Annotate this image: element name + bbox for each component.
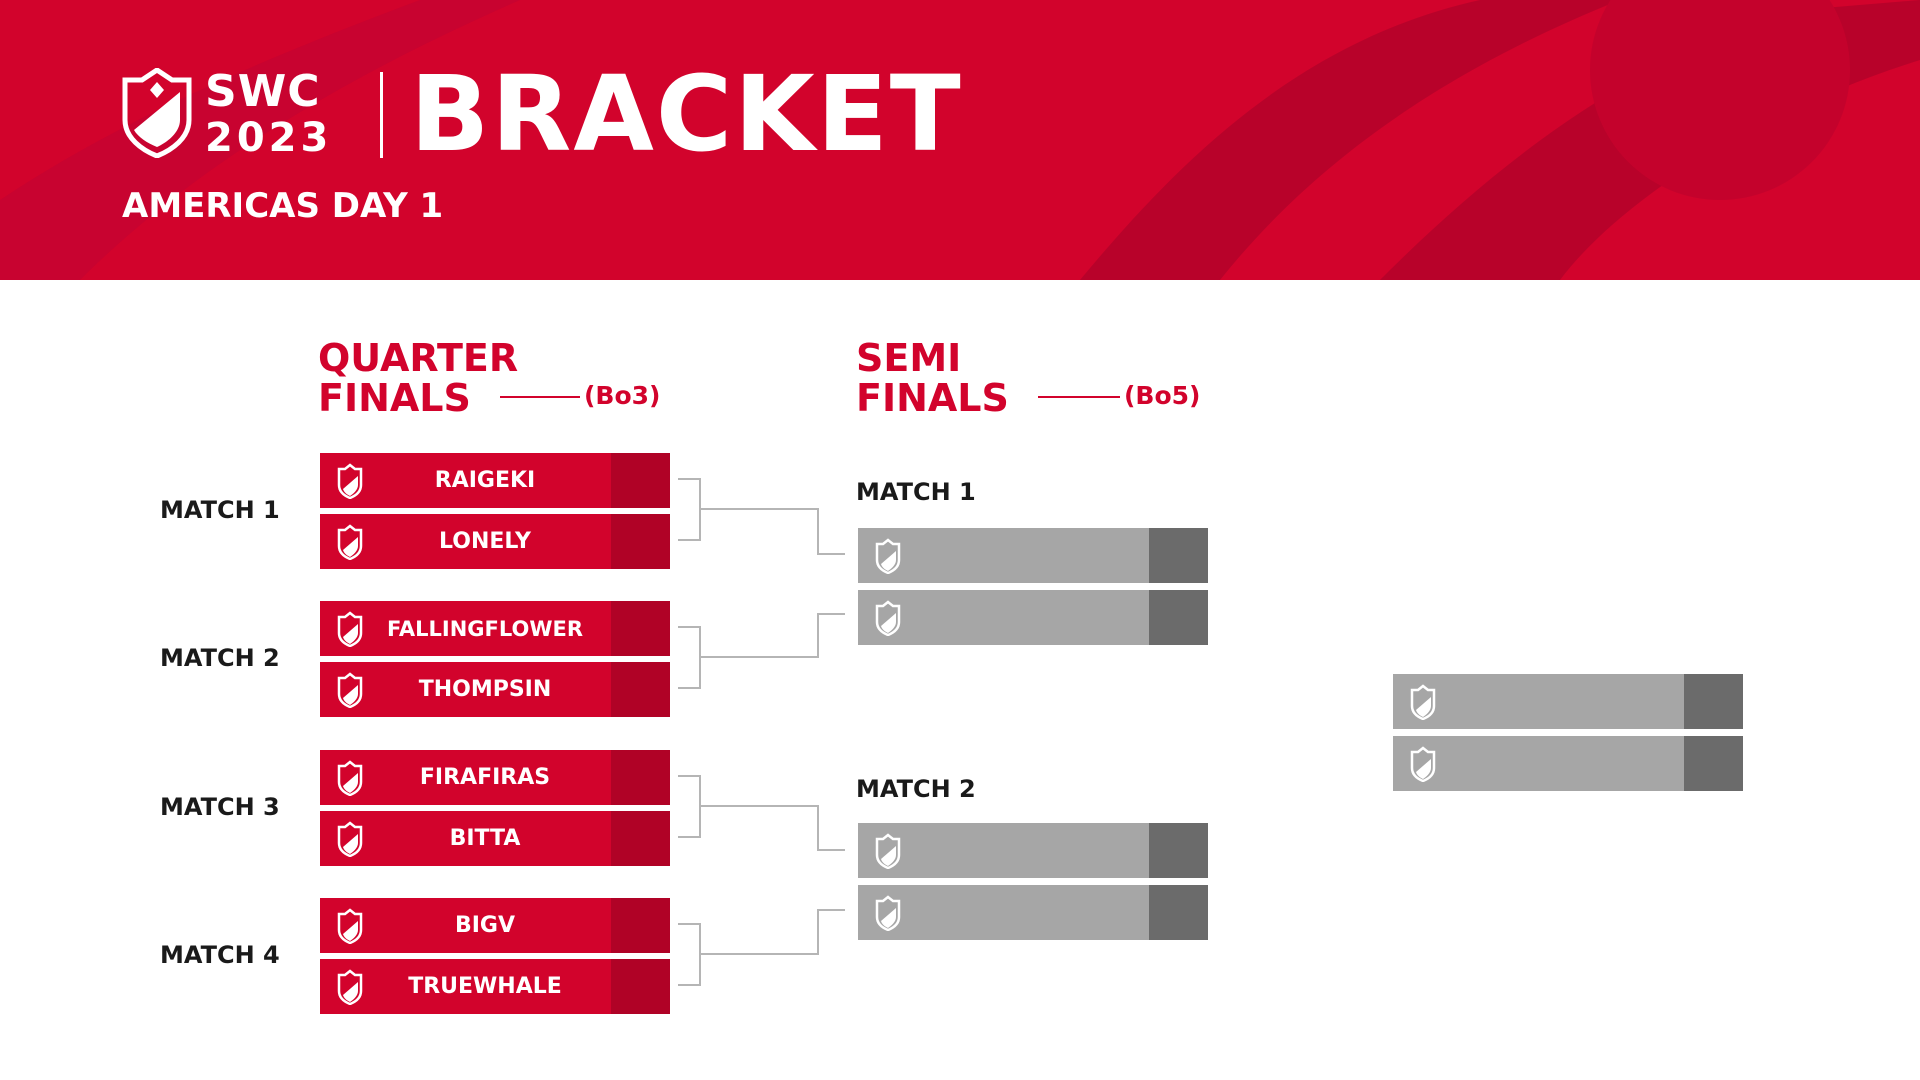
score-box bbox=[1149, 823, 1208, 878]
qf-match-1-player-1-slot[interactable]: RAIGEKI bbox=[320, 453, 670, 508]
connector-qf1-to-sf1 bbox=[700, 508, 845, 555]
connector-qf4 bbox=[678, 923, 701, 986]
quarter-finals-heading-line1: QUARTER bbox=[318, 336, 519, 380]
shield-icon bbox=[875, 833, 901, 869]
score-box bbox=[611, 601, 670, 656]
qf-match-2-player-2-slot[interactable]: THOMPSIN bbox=[320, 662, 670, 717]
connector-qf3 bbox=[678, 775, 701, 838]
qf-match-3-label: MATCH 3 bbox=[160, 793, 280, 821]
quarter-finals-format: (Bo3) bbox=[584, 381, 661, 410]
logo-year: 2023 bbox=[205, 115, 333, 161]
player-name: BITTA bbox=[449, 826, 521, 851]
player-name bbox=[898, 528, 1148, 583]
shield-icon bbox=[1410, 684, 1436, 720]
shield-icon bbox=[337, 611, 363, 647]
player-name bbox=[898, 823, 1148, 878]
score-box bbox=[611, 959, 670, 1014]
semi-finals-heading-line1: SEMI bbox=[856, 336, 962, 380]
swc-shield-logo-icon bbox=[122, 68, 192, 158]
score-box bbox=[1684, 736, 1743, 791]
score-box bbox=[611, 898, 670, 953]
player-name bbox=[898, 885, 1148, 940]
qf-match-2-label: MATCH 2 bbox=[160, 644, 280, 672]
player-name: RAIGEKI bbox=[434, 468, 536, 493]
sf-match-2-player-1-slot[interactable] bbox=[858, 823, 1208, 878]
score-box bbox=[1149, 528, 1208, 583]
quarter-finals-heading-line2: FINALS bbox=[318, 376, 471, 420]
connector-qf1 bbox=[678, 478, 701, 541]
final-player-2-slot[interactable] bbox=[1393, 736, 1743, 791]
connector-qf2-to-sf1 bbox=[700, 613, 845, 658]
qf-match-3-player-1-slot[interactable]: FIRAFIRAS bbox=[320, 750, 670, 805]
quarter-finals-heading: QUARTER FINALS bbox=[318, 338, 518, 418]
connector-qf4-to-sf2 bbox=[700, 909, 845, 955]
quarter-finals-rule bbox=[500, 396, 580, 398]
player-name bbox=[1433, 736, 1683, 791]
shield-icon bbox=[875, 895, 901, 931]
sf-match-1-label: MATCH 1 bbox=[856, 478, 976, 506]
score-box bbox=[611, 662, 670, 717]
shield-icon bbox=[337, 908, 363, 944]
connector-qf2 bbox=[678, 626, 701, 689]
sf-match-2-player-2-slot[interactable] bbox=[858, 885, 1208, 940]
connector-qf3-to-sf2 bbox=[700, 805, 845, 851]
logo-text: SWC bbox=[205, 66, 321, 117]
qf-match-3-player-2-slot[interactable]: BITTA bbox=[320, 811, 670, 866]
qf-match-2-player-1-slot[interactable]: FALLINGFLOWER bbox=[320, 601, 670, 656]
shield-icon bbox=[337, 672, 363, 708]
shield-icon bbox=[1410, 746, 1436, 782]
score-box bbox=[611, 453, 670, 508]
sf-match-2-label: MATCH 2 bbox=[856, 775, 976, 803]
qf-match-4-player-1-slot[interactable]: BIGV bbox=[320, 898, 670, 953]
qf-match-1-player-2-slot[interactable]: LONELY bbox=[320, 514, 670, 569]
shield-icon bbox=[337, 821, 363, 857]
logo-divider bbox=[380, 72, 383, 158]
score-box bbox=[1149, 885, 1208, 940]
shield-icon bbox=[875, 538, 901, 574]
sf-match-1-player-1-slot[interactable] bbox=[858, 528, 1208, 583]
shield-icon bbox=[875, 600, 901, 636]
score-box bbox=[611, 750, 670, 805]
qf-match-4-label: MATCH 4 bbox=[160, 941, 280, 969]
banner-background-pattern bbox=[0, 0, 1920, 280]
final-player-1-slot[interactable] bbox=[1393, 674, 1743, 729]
semi-finals-format: (Bo5) bbox=[1124, 381, 1201, 410]
qf-match-4-player-2-slot[interactable]: TRUEWHALE bbox=[320, 959, 670, 1014]
score-box bbox=[1149, 590, 1208, 645]
event-subtitle: AMERICAS DAY 1 bbox=[122, 186, 444, 226]
header-banner: SWC 2023 BRACKET AMERICAS DAY 1 bbox=[0, 0, 1920, 280]
player-name: TRUEWHALE bbox=[408, 974, 562, 999]
score-box bbox=[1684, 674, 1743, 729]
player-name: FIRAFIRAS bbox=[419, 765, 551, 790]
semi-finals-heading: SEMI FINALS bbox=[856, 338, 1009, 418]
sf-match-1-player-2-slot[interactable] bbox=[858, 590, 1208, 645]
semi-finals-rule bbox=[1038, 396, 1120, 398]
semi-finals-heading-line2: FINALS bbox=[856, 376, 1009, 420]
shield-icon bbox=[337, 463, 363, 499]
score-box bbox=[611, 514, 670, 569]
player-name: THOMPSIN bbox=[418, 677, 552, 702]
page-title: BRACKET bbox=[410, 53, 963, 175]
player-name bbox=[898, 590, 1148, 645]
player-name: BIGV bbox=[454, 913, 516, 938]
qf-match-1-label: MATCH 1 bbox=[160, 496, 280, 524]
shield-icon bbox=[337, 524, 363, 560]
shield-icon bbox=[337, 760, 363, 796]
player-name bbox=[1433, 674, 1683, 729]
shield-icon bbox=[337, 969, 363, 1005]
score-box bbox=[611, 811, 670, 866]
player-name: LONELY bbox=[439, 529, 531, 554]
player-name: FALLINGFLOWER bbox=[386, 616, 584, 641]
